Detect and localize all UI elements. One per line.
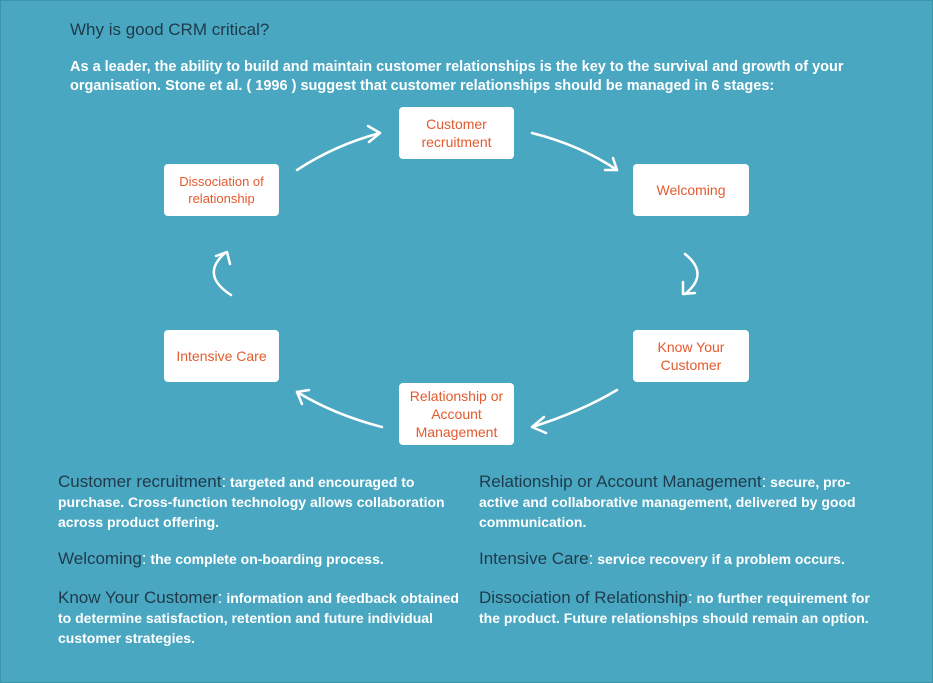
description-welcoming: Welcoming: the complete on-boarding proc… — [58, 549, 384, 568]
description-dissociation-of-relationship: Dissociation of Relationship: no further… — [479, 588, 870, 626]
description-relationship-account-management: Relationship or Account Management: secu… — [479, 472, 856, 530]
description-text: information and feedback obtained to det… — [58, 590, 459, 646]
description-text: targeted and encouraged to purchase. Cro… — [58, 474, 445, 530]
description-know-your-customer: Know Your Customer: information and feed… — [58, 588, 459, 646]
description-term: Customer recruitment — [58, 472, 222, 491]
stage-label: Dissociation of relationship — [179, 174, 264, 206]
stage-label: Relationship or Account Management — [409, 388, 504, 440]
stage-customer-recruitment: Customer recruitment — [399, 107, 514, 159]
stage-welcoming: Welcoming — [633, 164, 749, 216]
description-customer-recruitment: Customer recruitment: targeted and encou… — [58, 472, 445, 530]
stage-label: Know Your Customer — [657, 339, 725, 373]
stage-dissociation-of-relationship: Dissociation of relationship — [164, 164, 279, 216]
intro-paragraph: As a leader, the ability to build and ma… — [70, 59, 844, 94]
description-term: Know Your Customer — [58, 588, 218, 607]
description-text: the complete on-boarding process. — [146, 551, 384, 567]
stage-relationship-account-management: Relationship or Account Management — [399, 383, 514, 445]
page-title: Why is good CRM critical? — [70, 20, 270, 39]
description-text: service recovery if a problem occurs. — [593, 551, 845, 567]
description-intensive-care: Intensive Care: service recovery if a pr… — [479, 549, 845, 568]
stage-label: Welcoming — [656, 182, 726, 198]
stage-know-your-customer: Know Your Customer — [633, 330, 749, 382]
description-text: no further requirement for the product. … — [479, 590, 870, 626]
description-term: Welcoming — [58, 549, 142, 568]
description-text: secure, pro-active and collaborative man… — [479, 474, 856, 530]
stage-label: Customer recruitment — [421, 116, 492, 150]
stage-intensive-care: Intensive Care — [164, 330, 279, 382]
description-term: Intensive Care — [479, 549, 589, 568]
description-term: Dissociation of Relationship — [479, 588, 688, 607]
description-term: Relationship or Account Management — [479, 472, 762, 491]
stage-label: Intensive Care — [176, 348, 267, 364]
